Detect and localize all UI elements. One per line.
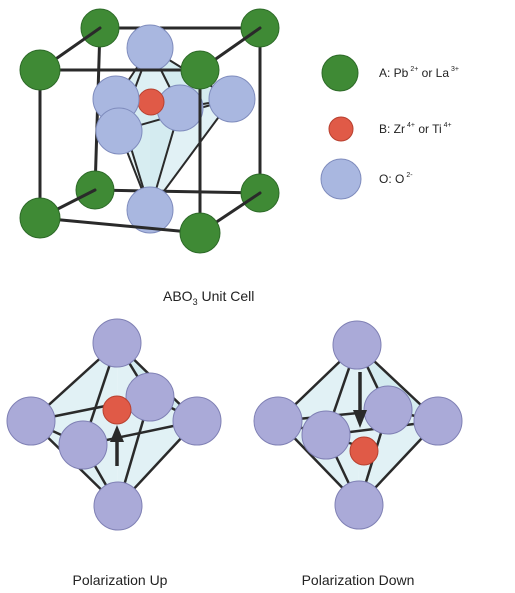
o-site-atom: [301, 410, 351, 460]
legend-a-swatch: [321, 54, 359, 92]
o-site-atom: [126, 186, 174, 234]
cube-edge: [38, 216, 202, 235]
o-site-atom: [95, 107, 143, 155]
arrow-head-up: [110, 425, 124, 442]
o-site-atom: [253, 396, 303, 446]
o-site-atom: [334, 480, 384, 530]
unit-cell-title: ABO3 Unit Cell: [163, 288, 254, 307]
o-site-atom: [125, 372, 175, 422]
o-site-atom: [332, 320, 382, 370]
polarization-down-arrow: [353, 372, 367, 428]
o-site-atom: [172, 396, 222, 446]
a-site-atom: [179, 212, 221, 254]
o-site-atom: [93, 481, 143, 531]
o-site-atom: [92, 318, 142, 368]
o-site-atom: [413, 396, 463, 446]
b-site-atom: [137, 88, 165, 116]
cube-edge: [93, 188, 262, 195]
a-site-atom: [19, 49, 61, 91]
polarization-down-octahedron: [253, 320, 463, 530]
o-site-atom: [363, 385, 413, 435]
b-site-atom: [102, 395, 132, 425]
o-site-atom: [58, 420, 108, 470]
a-site-atom: [19, 197, 61, 239]
polarization-up-label: Polarization Up: [73, 572, 168, 588]
polarization-up-octahedron: [6, 318, 222, 531]
polarization-up-arrow: [110, 425, 124, 466]
o-site-atom: [126, 24, 174, 72]
legend-o-swatch: [320, 158, 362, 200]
o-site-atom: [208, 75, 256, 123]
unit-cell: [19, 8, 280, 254]
cube-back-edges: [93, 26, 262, 195]
b-site-atom: [349, 436, 379, 466]
o-site-atom: [156, 84, 204, 132]
o-site-atom: [6, 396, 56, 446]
polarization-down-label: Polarization Down: [302, 572, 415, 588]
a-site-atom: [180, 50, 220, 90]
arrow-head-down: [353, 410, 367, 428]
legend-b-swatch: [328, 116, 354, 142]
